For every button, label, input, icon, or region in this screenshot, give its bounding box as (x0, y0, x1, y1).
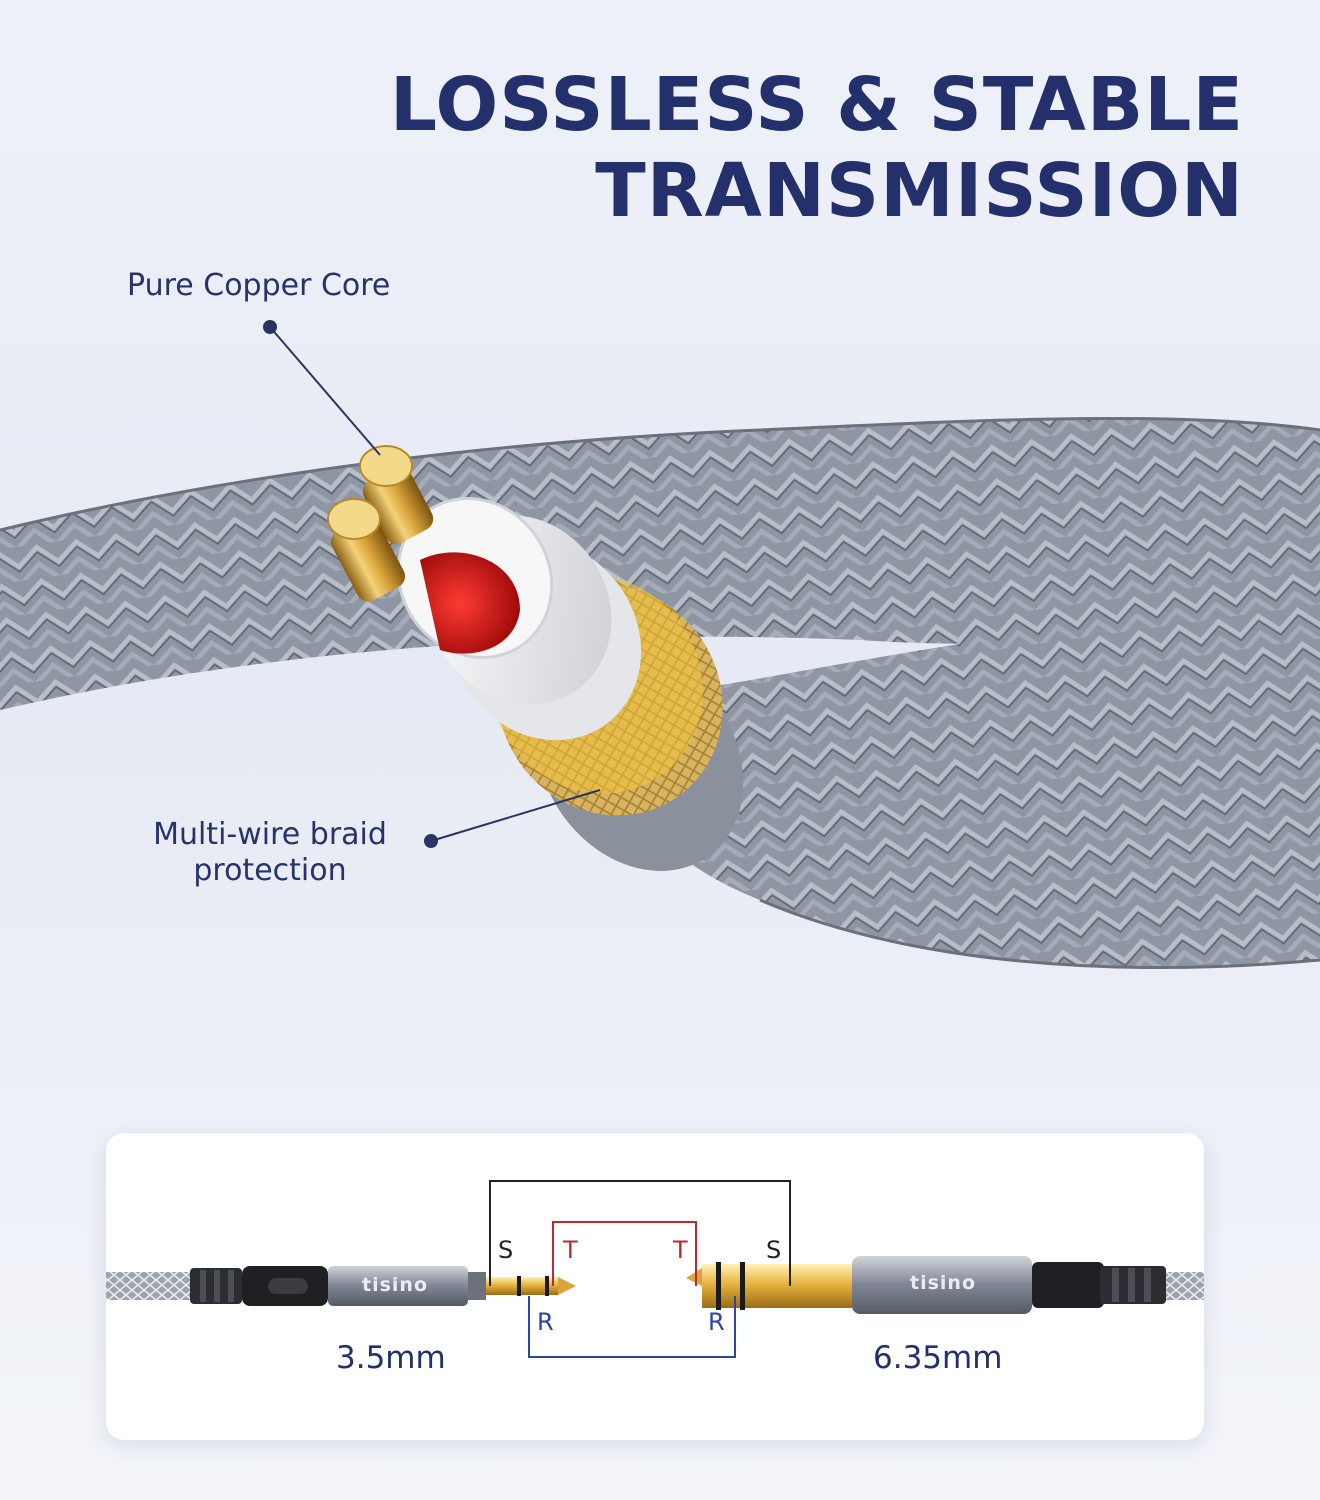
brand-logo-right: tisino (910, 1272, 976, 1294)
red-conductor (420, 552, 520, 654)
pin-label-sleeve-left: S (498, 1236, 514, 1264)
copper-core-top (359, 445, 434, 544)
size-label-6-35mm: 6.35mm (873, 1340, 1003, 1376)
headline-line-1: LOSSLESS & STABLE (389, 62, 1244, 148)
tip-wire (552, 1221, 697, 1286)
pin-label-ring-left: R (537, 1308, 554, 1336)
right-braided-cable (1166, 1272, 1204, 1300)
headline: LOSSLESS & STABLE TRANSMISSION (390, 62, 1244, 234)
cable-illustration (0, 320, 1320, 969)
pin-label-tip-right: T (673, 1236, 688, 1264)
sleeve-wire (489, 1180, 791, 1286)
right-6-35mm-plug (702, 1264, 852, 1308)
braid-protection-label: Multi-wire braid protection (140, 817, 400, 889)
ring-wire (528, 1296, 736, 1358)
braid-label-line-1: Multi-wire braid (153, 817, 387, 852)
brand-logo-left: tisino (362, 1274, 428, 1296)
braid-callout-line (430, 789, 601, 842)
pin-label-ring-right: R (708, 1308, 725, 1336)
pin-label-sleeve-right: S (766, 1236, 782, 1264)
copper-callout-line (269, 326, 381, 456)
right-plug-body (1032, 1262, 1104, 1308)
left-3-5mm-plug (486, 1277, 558, 1295)
pin-label-tip-left: T (563, 1236, 578, 1264)
size-label-3-5mm: 3.5mm (336, 1340, 446, 1376)
braided-cable-back (0, 418, 1320, 710)
copper-core-bottom (327, 498, 406, 602)
copper-core-label: Pure Copper Core (127, 268, 391, 303)
right-metal-shell (852, 1256, 1032, 1314)
left-metal-shell (328, 1266, 468, 1306)
left-braided-cable (106, 1272, 196, 1300)
braid-label-line-2: protection (193, 853, 347, 888)
braided-cable-front (600, 610, 1320, 968)
headline-line-2: TRANSMISSION (595, 148, 1244, 234)
